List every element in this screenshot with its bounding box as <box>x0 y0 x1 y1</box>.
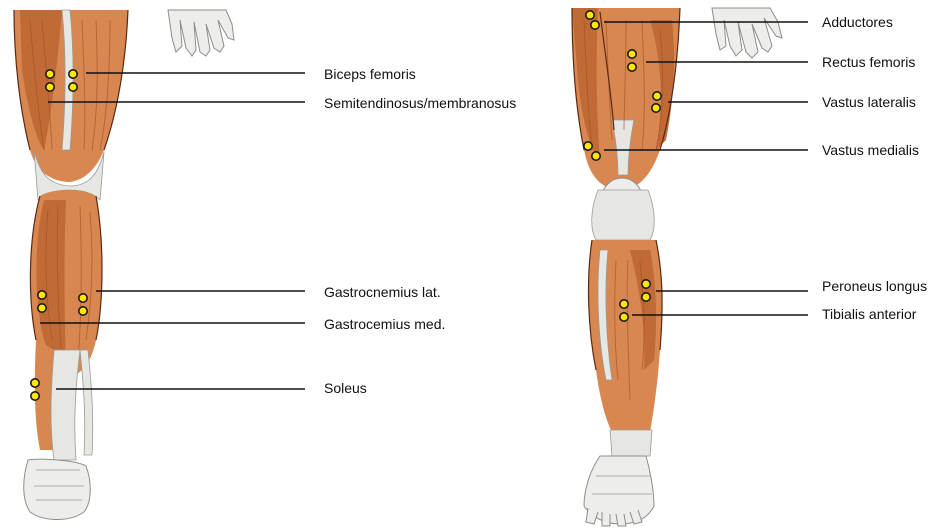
leader-lines <box>40 22 808 389</box>
label-soleus: Soleus <box>324 380 367 396</box>
electrode-gastrocemius-med-2 <box>79 307 87 315</box>
label-vastus-medialis: Vastus medialis <box>822 142 919 158</box>
electrode-soleus-2 <box>31 392 39 400</box>
label-gastrocemius-med: Gastrocemius med. <box>324 316 445 332</box>
electrode-peroneus-longus-1 <box>642 280 650 288</box>
electrode-vastus-medialis-2 <box>592 152 600 160</box>
label-semitendinosus: Semitendinosus/membranosus <box>324 95 516 111</box>
electrode-gastrocemius-med-1 <box>79 294 87 302</box>
electrode-vastus-lateralis-2 <box>652 104 660 112</box>
anterior-hand <box>712 8 782 58</box>
label-tibialis-anterior: Tibialis anterior <box>822 306 917 322</box>
electrode-rectus-femoris-2 <box>628 63 636 71</box>
label-rectus-femoris: Rectus femoris <box>822 54 915 70</box>
posterior-hand <box>168 10 234 56</box>
electrode-biceps-femoris-1 <box>46 70 54 78</box>
electrode-rectus-femoris-1 <box>628 50 636 58</box>
electrode-gastrocnemius-lat-1 <box>38 291 46 299</box>
electrode-vastus-lateralis-1 <box>653 92 661 100</box>
electrode-soleus-1 <box>31 379 39 387</box>
electrode-gastrocnemius-lat-2 <box>38 304 46 312</box>
label-adductores: Adductores <box>822 14 893 30</box>
electrode-semitendinosus-2 <box>69 83 77 91</box>
electrode-vastus-medialis-1 <box>584 142 592 150</box>
label-gastrocnemius-lat: Gastrocnemius lat. <box>324 284 441 300</box>
anterior-leg-illustration <box>572 8 782 526</box>
electrode-adductores-1 <box>586 11 594 19</box>
electrode-adductores-2 <box>591 21 599 29</box>
electrode-tibialis-anterior-1 <box>620 300 628 308</box>
label-biceps-femoris: Biceps femoris <box>324 66 416 82</box>
electrode-tibialis-anterior-2 <box>620 313 628 321</box>
electrode-semitendinosus-1 <box>69 70 77 78</box>
electrode-peroneus-longus-2 <box>642 293 650 301</box>
electrode-biceps-femoris-2 <box>46 83 54 91</box>
label-peroneus-longus: Peroneus longus <box>822 278 927 294</box>
label-vastus-lateralis: Vastus lateralis <box>822 94 916 110</box>
